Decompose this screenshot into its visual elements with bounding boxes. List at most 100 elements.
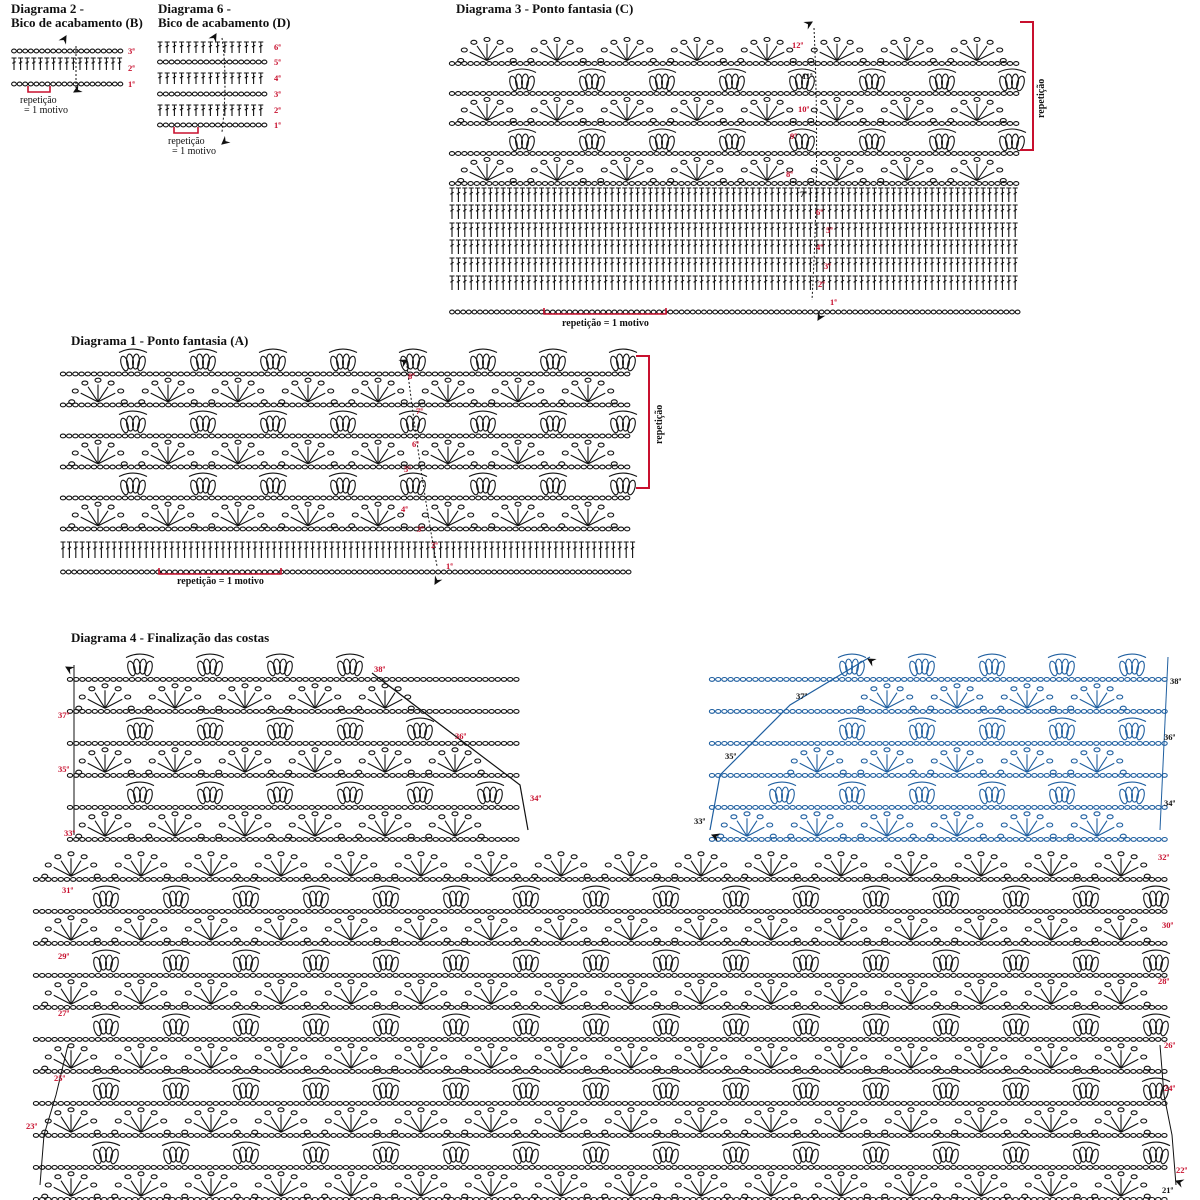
fan-motif: [252, 1044, 311, 1070]
fan-motif: [882, 1172, 941, 1198]
fan-motif: [532, 980, 591, 1006]
fan-motif: [812, 852, 871, 878]
fan-motif: [349, 502, 408, 528]
fan-motif: [209, 378, 268, 404]
fan-motif: [528, 98, 587, 123]
puff-cluster: [792, 1014, 820, 1037]
fan-motif: [532, 852, 591, 878]
fan-motif: [532, 1172, 591, 1198]
diagram-2: Diagrama 2 - Bico de acabamento (B) 3ª 2…: [0, 0, 150, 120]
fan-motif: [286, 748, 345, 774]
fan-motif: [419, 378, 478, 404]
fan-motif: [252, 852, 311, 878]
chain-row: [158, 92, 267, 96]
diagram-3-row-5: 5ª: [826, 226, 833, 235]
diagram-6-repeat-label-2: = 1 motivo: [172, 146, 216, 157]
diagram-6: Diagrama 6 - Bico de acabamento (D) 6ª 5…: [150, 0, 290, 160]
dc-row: [450, 276, 1018, 290]
puff-cluster: [978, 718, 1006, 741]
puff-cluster: [648, 129, 676, 152]
puff-cluster: [126, 718, 154, 741]
puff-cluster: [862, 1078, 890, 1101]
fan-motif: [322, 1172, 381, 1198]
fan-motif: [209, 440, 268, 466]
dc-row: [61, 542, 636, 558]
diagram-4-right-row-33: 33ª: [694, 817, 705, 826]
puff-cluster: [539, 349, 567, 372]
diagram-1-row-7: 7ª: [416, 407, 423, 416]
puff-cluster: [469, 411, 497, 434]
start-arrow: [73, 86, 81, 94]
diagram-3-row-9: 9ª: [790, 132, 797, 141]
fan-motif: [948, 158, 1007, 183]
fan-motif: [458, 158, 517, 183]
diagram-3-row-12: 12ª: [792, 41, 803, 50]
puff-cluster: [196, 718, 224, 741]
puff-cluster: [792, 886, 820, 909]
fan-motif: [948, 98, 1007, 123]
puff-cluster: [582, 950, 610, 973]
diagram-1-row-6: 6ª: [412, 440, 419, 449]
fan-motif: [349, 440, 408, 466]
puff-cluster: [162, 886, 190, 909]
fan-motif: [532, 1108, 591, 1134]
dc-row: [158, 73, 264, 84]
puff-cluster: [838, 718, 866, 741]
fan-motif: [458, 38, 517, 63]
fan-motif: [139, 502, 198, 528]
diagram-3-repeat-bracket: [1020, 21, 1034, 151]
puff-cluster: [932, 1014, 960, 1037]
fan-motif: [279, 440, 338, 466]
fan-motif: [532, 916, 591, 942]
fan-motif: [76, 812, 135, 838]
fan-motif: [738, 98, 797, 123]
fan-motif: [952, 852, 1011, 878]
puff-cluster: [259, 473, 287, 496]
fan-motif: [598, 38, 657, 63]
chain-row: [33, 1102, 1167, 1106]
repeat-marker: [174, 127, 198, 133]
fan-motif: [559, 378, 618, 404]
chain-row: [709, 774, 1167, 778]
fan-motif: [322, 916, 381, 942]
fan-motif: [139, 378, 198, 404]
diagram-6-row-5: 5ª: [274, 58, 281, 67]
fan-motif: [322, 1044, 381, 1070]
start-arrow: [432, 577, 440, 585]
fan-motif: [928, 684, 987, 710]
puff-cluster: [92, 1014, 120, 1037]
puff-cluster: [1072, 886, 1100, 909]
puff-cluster: [652, 1142, 680, 1165]
diagram-3-row-4: 4ª: [816, 243, 823, 252]
diagram-6-row-1: 1ª: [274, 121, 281, 130]
left-end-arrow: [65, 664, 73, 672]
chain-row: [60, 496, 629, 500]
chain-row: [709, 806, 1167, 810]
diagram-2-stitches: [12, 49, 123, 86]
puff-cluster: [259, 411, 287, 434]
fan-motif: [738, 38, 797, 63]
fan-motif: [426, 812, 485, 838]
fan-motif: [602, 916, 661, 942]
chain-row: [60, 372, 629, 376]
puff-cluster: [1142, 1142, 1170, 1165]
fan-motif: [182, 980, 241, 1006]
fan-motif: [392, 852, 451, 878]
diagram-4-right-row-26: 26ª: [1164, 1041, 1175, 1050]
fan-motif: [252, 916, 311, 942]
chain-row: [33, 974, 1167, 978]
chain-row: [12, 49, 123, 53]
fan-motif: [489, 378, 548, 404]
puff-cluster: [1002, 950, 1030, 973]
diagram-4-left-row-37: 37ª: [58, 711, 69, 720]
fan-motif: [462, 1172, 521, 1198]
puff-cluster: [792, 950, 820, 973]
fan-motif: [42, 980, 101, 1006]
chain-row: [33, 1070, 1167, 1074]
diagram-4-left-row-27: 27ª: [58, 1009, 69, 1018]
puff-cluster: [469, 473, 497, 496]
fan-motif: [742, 852, 801, 878]
puff-cluster: [609, 349, 637, 372]
diagram-4-right-row-21: 21ª: [1162, 1186, 1173, 1195]
puff-cluster: [512, 886, 540, 909]
